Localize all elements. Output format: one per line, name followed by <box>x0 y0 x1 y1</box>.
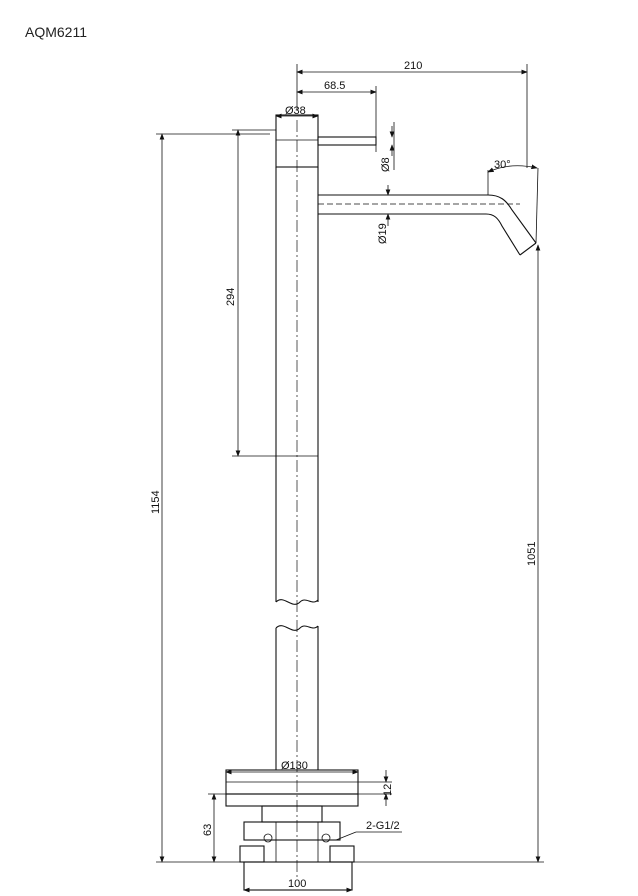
dim-overall-reach: 210 <box>404 60 422 72</box>
dim-handle-drop: 294 <box>225 288 237 306</box>
dim-base-width: 100 <box>288 878 306 890</box>
dim-handle-offset: 68.5 <box>324 80 345 92</box>
dim-handle-diameter: Ø8 <box>380 157 392 172</box>
spout <box>318 167 539 256</box>
dim-base-diameter: Ø130 <box>281 760 308 772</box>
model-code-title: AQM6211 <box>25 24 87 40</box>
faucet-base <box>225 769 359 891</box>
faucet-body <box>275 114 319 880</box>
dim-spout-height: 1051 <box>526 542 538 566</box>
dim-body-diameter: Ø38 <box>285 105 306 117</box>
dim-inlet-connections: 2-G1/2 <box>366 820 400 832</box>
dim-total-height: 1154 <box>150 490 162 514</box>
dim-base-plate-thickness: 12 <box>382 784 394 796</box>
dim-spout-diameter: Ø19 <box>377 223 389 244</box>
dim-spout-angle: 30° <box>494 159 511 171</box>
dim-base-height: 63 <box>202 824 214 836</box>
